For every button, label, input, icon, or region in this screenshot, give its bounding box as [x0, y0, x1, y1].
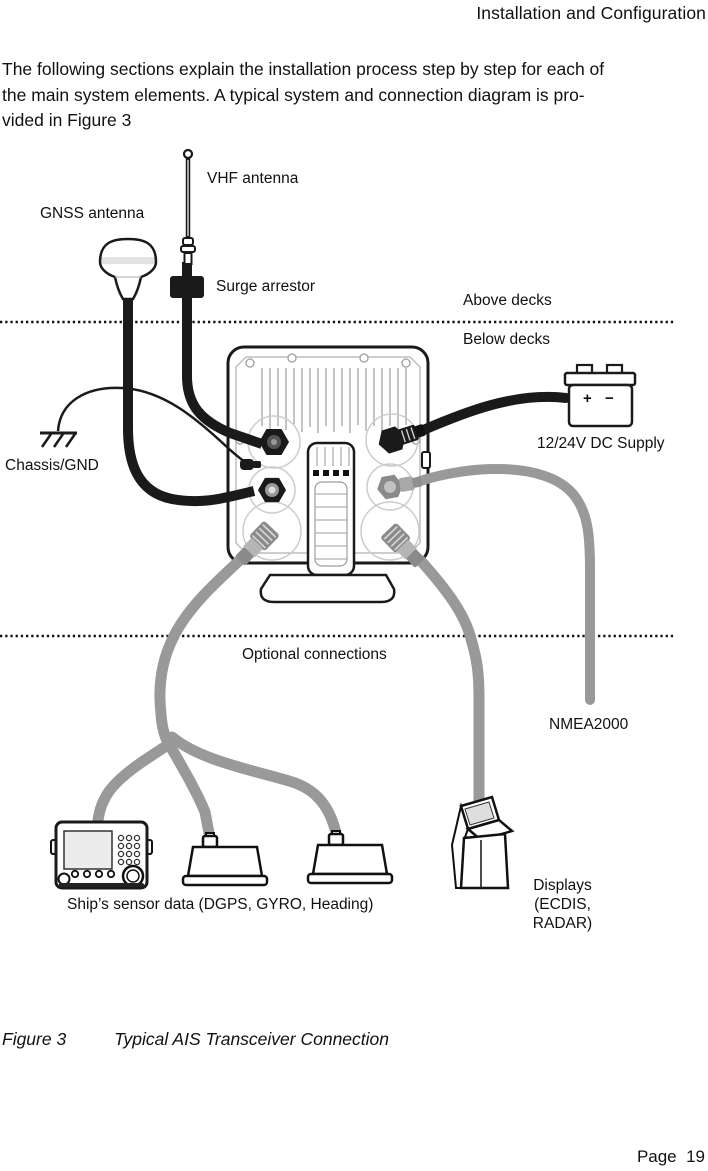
displays-label-line2: (ECDIS, RADAR) — [532, 896, 593, 932]
above-decks-label: Above decks — [463, 292, 552, 309]
dc-supply-label: 12/24V DC Supply — [537, 435, 665, 452]
sensor-trunk-cable — [92, 554, 342, 839]
gnss-connector — [258, 477, 286, 503]
vhf-antenna-icon — [180, 148, 196, 265]
ground-stub — [240, 459, 261, 470]
surge-arrestor-label: Surge arrestor — [216, 278, 316, 295]
ground-wire — [56, 386, 251, 467]
sensor-connector — [235, 521, 279, 566]
gps-device-icon — [50, 820, 153, 890]
nmea2000-cable — [415, 464, 595, 705]
displays-label: Displays (ECDIS, RADAR) — [505, 876, 620, 933]
page-header: Installation and Configuration — [476, 3, 706, 23]
displays-console-icon — [450, 795, 515, 890]
battery-plus-sign: + — [583, 390, 592, 407]
gnss-cable — [123, 299, 256, 507]
nmea2000-label: NMEA2000 — [549, 716, 629, 733]
nmea-connector — [377, 474, 423, 500]
gnss-antenna-icon — [98, 237, 158, 301]
battery-minus-sign: − — [605, 390, 614, 407]
power-cable — [416, 391, 571, 436]
surge-arrestor-icon — [170, 276, 204, 298]
body-line: the main system elements. A typical syst… — [2, 84, 585, 105]
body-line: The following sections explain the insta… — [2, 59, 605, 79]
vhf-antenna-label: VHF antenna — [207, 170, 299, 187]
page-number: Page 19 — [636, 1147, 705, 1166]
body-paragraph: The following sections explain the insta… — [2, 57, 604, 134]
gnss-antenna-label: GNSS antenna — [40, 205, 145, 222]
displays-label-line1: Displays — [533, 877, 592, 894]
sensor-box-1-icon — [181, 832, 269, 887]
vhf-connector — [259, 429, 289, 455]
sensor-data-label: Ship’s sensor data (DGPS, GYRO, Heading) — [67, 896, 374, 913]
below-decks-label: Below decks — [463, 331, 551, 348]
body-line: vided in Figure 3 — [2, 110, 132, 130]
vhf-cable — [182, 262, 264, 449]
displays-connector — [381, 523, 425, 568]
ground-icon — [40, 431, 77, 448]
transceiver-unit — [226, 345, 431, 604]
figure-caption-title: Typical AIS Transceiver Connection — [114, 1029, 390, 1049]
power-connector — [378, 424, 426, 454]
displays-cable — [415, 555, 485, 812]
sensor-box-2-icon — [306, 830, 394, 885]
figure-caption: Figure 3 Typical AIS Transceiver Connect… — [2, 1029, 389, 1050]
figure-caption-number: Figure 3 — [2, 1029, 67, 1049]
optional-connections-label: Optional connections — [242, 646, 387, 663]
chassis-gnd-label: Chassis/GND — [5, 457, 99, 474]
battery-icon — [563, 363, 637, 428]
